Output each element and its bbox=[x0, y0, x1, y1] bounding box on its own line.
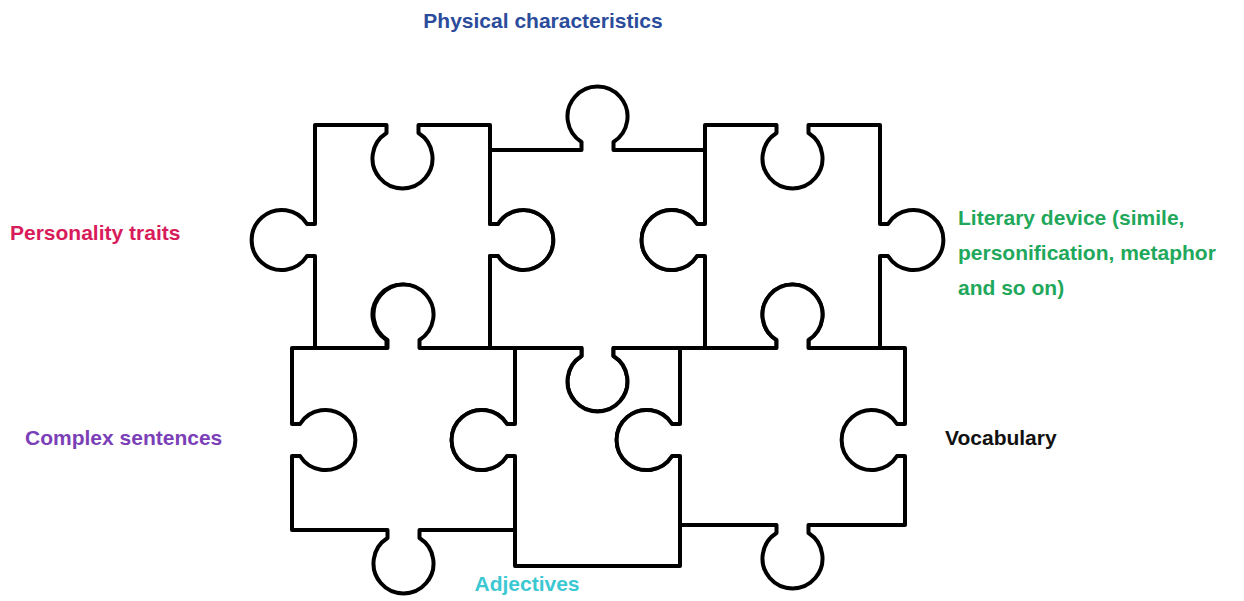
piece-label: Physical characteristics bbox=[423, 8, 662, 33]
piece-label: Complex sentences bbox=[25, 425, 222, 450]
piece-label: Vocabulary bbox=[945, 425, 1057, 450]
piece-label: Adjectives bbox=[474, 571, 579, 596]
puzzle-piece bbox=[617, 285, 905, 589]
piece-label: Literary device (simile, personification… bbox=[958, 200, 1238, 305]
piece-label: Personality traits bbox=[10, 220, 180, 245]
